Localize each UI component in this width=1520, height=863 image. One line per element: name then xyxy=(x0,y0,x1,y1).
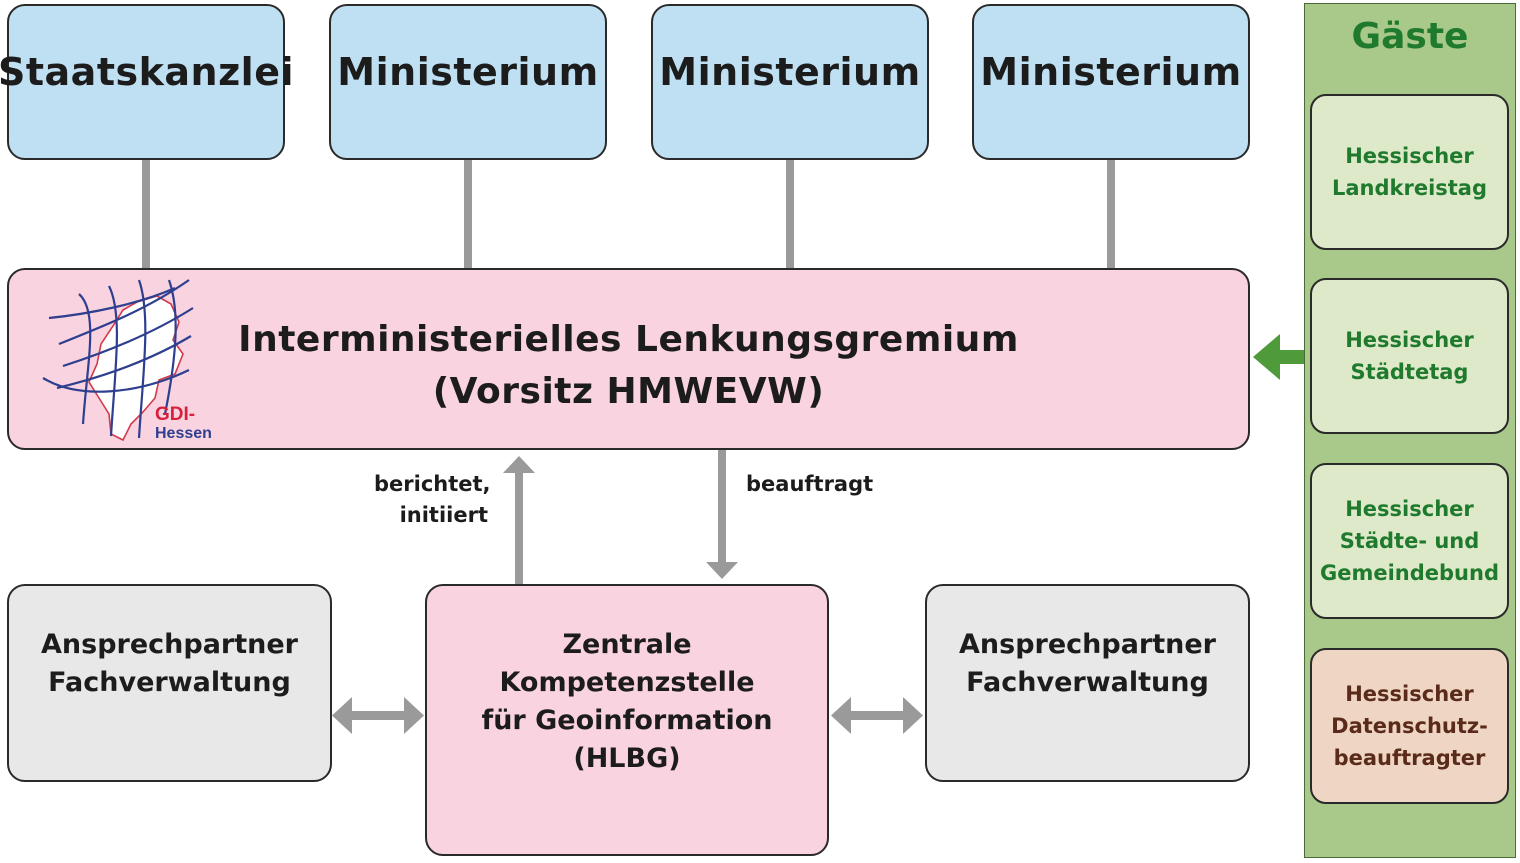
ansprechpartner-left-box: Ansprechpartner Fachverwaltung xyxy=(7,584,332,782)
ministerium-label-3: Ministerium xyxy=(980,50,1242,94)
guest-staedtetag: Hessischer Städtetag xyxy=(1310,278,1509,434)
gemeindebund-line3: Gemeindebund xyxy=(1320,561,1499,585)
zentrale-line4: (HLBG) xyxy=(573,743,681,774)
guest-datenschutz: Hessischer Datenschutz- beauftragter xyxy=(1310,648,1509,804)
connector-ministerium-2 xyxy=(786,160,794,268)
ministerium-box-2: Ministerium xyxy=(651,4,929,160)
logo-text-hessen: Hessen xyxy=(155,425,212,442)
gemeindebund-line1: Hessischer xyxy=(1345,497,1474,521)
double-arrow-right-contact xyxy=(831,697,923,734)
staatskanzlei-label: Staatskanzlei xyxy=(0,50,295,94)
ministerium-box-3: Ministerium xyxy=(972,4,1250,160)
gemeindebund-line2: Städte- und xyxy=(1339,529,1480,553)
ansprechpartner-right-line2: Fachverwaltung xyxy=(966,667,1209,698)
lenkungsgremium-title: Interministerielles Lenkungsgremium xyxy=(238,319,1019,360)
label-beauftragt: beauftragt xyxy=(746,472,874,496)
double-arrow-left-contact xyxy=(332,697,424,734)
staatskanzlei-box: Staatskanzlei xyxy=(0,4,294,160)
ministerium-label-1: Ministerium xyxy=(337,50,599,94)
ansprechpartner-right-box: Ansprechpartner Fachverwaltung xyxy=(925,584,1250,782)
connector-ministerium-1 xyxy=(464,160,472,268)
arrow-down-beauftragt xyxy=(706,450,738,579)
datenschutz-line2: Datenschutz- xyxy=(1331,714,1488,738)
connector-staatskanzlei xyxy=(142,160,150,268)
landkreistag-line2: Landkreistag xyxy=(1331,176,1488,200)
gaeste-title: Gäste xyxy=(1351,16,1469,57)
lenkungsgremium-chair: (Vorsitz HMWEVW) xyxy=(432,371,825,412)
staedtetag-line1: Hessischer xyxy=(1345,328,1474,352)
zentrale-line3: für Geoinformation xyxy=(481,705,773,736)
guest-arrow-left xyxy=(1253,334,1310,380)
logo-text-gdi: GDI- xyxy=(155,404,195,425)
ministerium-label-2: Ministerium xyxy=(659,50,921,94)
gdi-hessen-logo: GDI- Hessen xyxy=(39,274,239,446)
label-berichtet: berichtet, xyxy=(374,472,491,496)
staedtetag-line2: Städtetag xyxy=(1350,360,1469,384)
arrow-up-berichtet xyxy=(503,456,535,584)
label-initiiert: initiiert xyxy=(399,503,488,527)
ansprechpartner-left-line1: Ansprechpartner xyxy=(41,629,298,660)
label-berichtet-initiiert: berichtet, initiiert xyxy=(374,469,491,531)
ansprechpartner-right-line1: Ansprechpartner xyxy=(959,629,1216,660)
ministerium-box-1: Ministerium xyxy=(329,4,607,160)
guest-landkreistag: Hessischer Landkreistag xyxy=(1310,94,1509,250)
ansprechpartner-left-line2: Fachverwaltung xyxy=(48,667,291,698)
zentrale-kompetenzstelle-box: Zentrale Kompetenzstelle für Geoinformat… xyxy=(425,584,829,856)
landkreistag-line1: Hessischer xyxy=(1345,144,1474,168)
lenkungsgremium-box: GDI- Hessen Interministerielles Lenkungs… xyxy=(7,268,1250,450)
zentrale-line1: Zentrale xyxy=(562,629,692,660)
connector-ministerium-3 xyxy=(1107,160,1115,268)
guest-gemeindebund: Hessischer Städte- und Gemeindebund xyxy=(1310,463,1509,619)
zentrale-line2: Kompetenzstelle xyxy=(499,667,755,698)
gdi-hessen-map-icon: GDI- Hessen xyxy=(42,279,212,442)
datenschutz-line3: beauftragter xyxy=(1333,746,1486,770)
datenschutz-line1: Hessischer xyxy=(1345,682,1474,706)
